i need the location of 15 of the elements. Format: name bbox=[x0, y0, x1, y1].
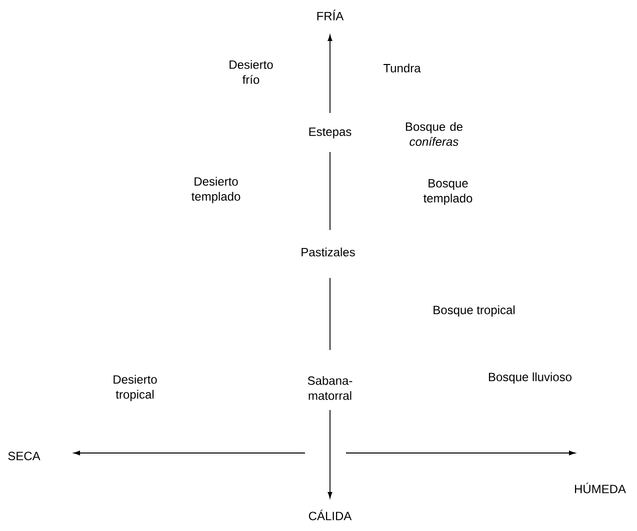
axis-label: HÚMEDA bbox=[575, 482, 626, 494]
axis-label: CÁLIDA bbox=[308, 510, 352, 520]
biome-label: Estepas bbox=[309, 128, 352, 138]
axis-label: SECA bbox=[8, 452, 40, 460]
biome-label: Pastizales bbox=[302, 248, 355, 256]
biome-label: Desierto templado bbox=[192, 176, 240, 204]
biome-label: Desierto frío bbox=[230, 60, 273, 84]
biome-label: Bosque templado bbox=[424, 179, 472, 205]
biome-label: Bosque lluvioso bbox=[488, 372, 572, 384]
biome-label: Bosque de coníferas bbox=[406, 122, 462, 146]
biome-label: Bosque tropical bbox=[434, 305, 515, 317]
biome-label: Sabana- matorral bbox=[308, 376, 352, 400]
biome-label: Desierto tropical bbox=[114, 374, 157, 402]
biome-label: Tundra bbox=[383, 64, 421, 72]
axis-label: FRÍA bbox=[317, 10, 344, 20]
